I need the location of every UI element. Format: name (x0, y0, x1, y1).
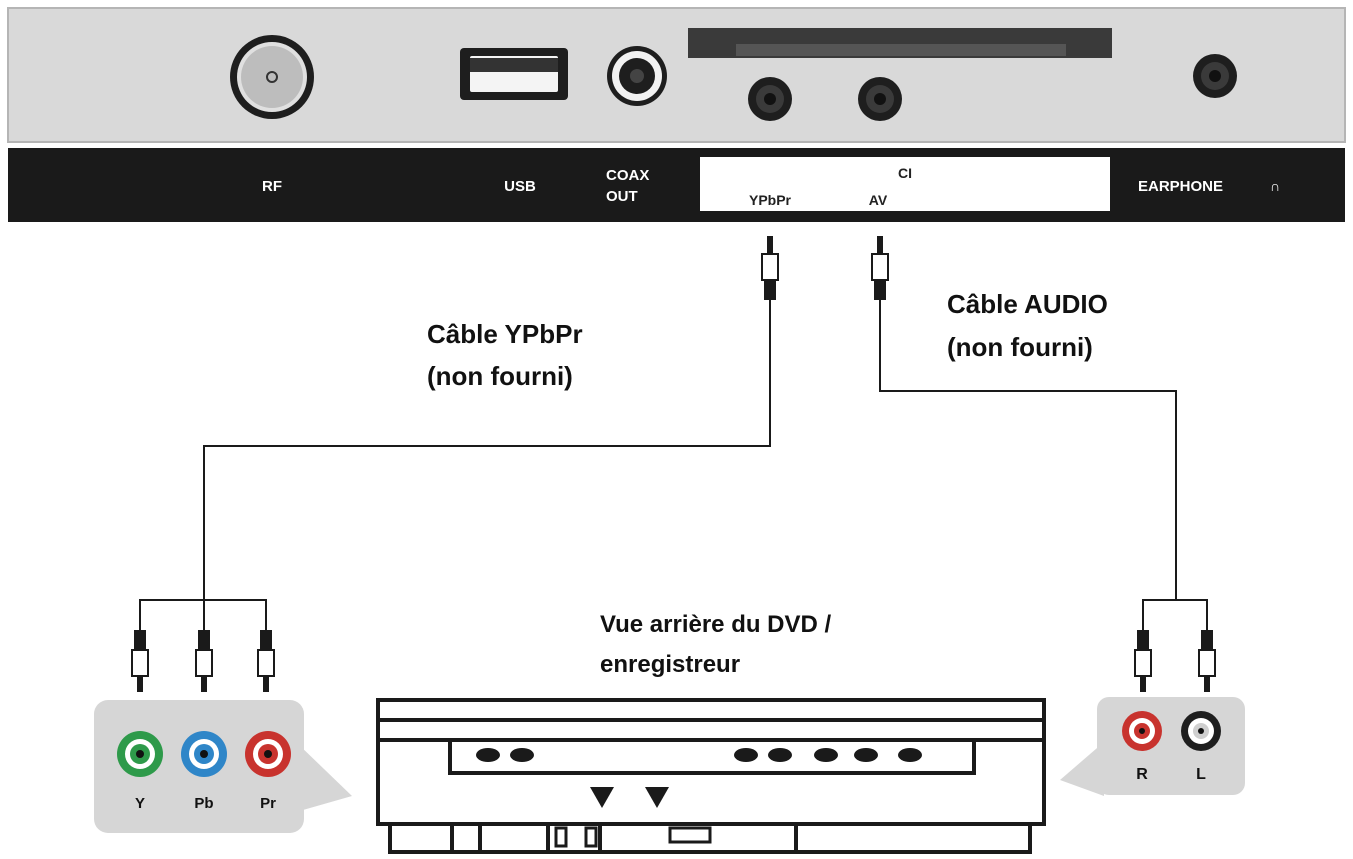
audio-jack-callout: R L (1060, 697, 1245, 796)
ypbpr-label: YPbPr (749, 192, 792, 208)
l-jack-label: L (1196, 766, 1206, 783)
ypbpr-cable (139, 300, 771, 632)
av-plug-icon (871, 236, 889, 300)
usb-label: USB (504, 178, 536, 195)
earphone-label: EARPHONE (1138, 178, 1223, 195)
rf-label: RF (262, 178, 282, 195)
tv-panel (7, 7, 1346, 143)
av-jack-icon (858, 77, 902, 121)
pb-plug-icon (195, 630, 213, 692)
component-jack-callout: Y Pb Pr (94, 700, 352, 833)
dvd-jack-row (476, 748, 922, 762)
r-jack-icon (1122, 711, 1162, 751)
ypbpr-jack-icon (748, 77, 792, 121)
coax-label-line1: COAX (606, 167, 649, 184)
y-jack-icon (117, 731, 163, 777)
dvd-title-line1: Vue arrière du DVD / (600, 611, 832, 638)
y-plug-icon (131, 630, 149, 692)
earphone-jack-icon (1193, 54, 1237, 98)
label-bar (8, 148, 1345, 222)
ci-label: CI (898, 165, 912, 181)
pr-jack-label: Pr (260, 795, 276, 812)
av-label: AV (869, 192, 888, 208)
r-jack-label: R (1136, 766, 1148, 783)
dvd-recorder (376, 698, 1046, 854)
pb-jack-label: Pb (194, 795, 213, 812)
usb-port-icon (460, 48, 568, 100)
y-jack-label: Y (135, 795, 145, 812)
audio-cable (879, 300, 1208, 632)
ypbpr-plug-icon (761, 236, 779, 300)
audio-cable-label-line1: Câble AUDIO (947, 289, 1108, 319)
rf-connector-icon (230, 35, 314, 119)
r-plug-icon (1134, 630, 1152, 692)
pr-jack-icon (245, 731, 291, 777)
ypbpr-cable-label-line2: (non fourni) (427, 361, 573, 391)
ypbpr-cable-label-line1: Câble YPbPr (427, 319, 583, 349)
coax-label-line2: OUT (606, 188, 638, 205)
audio-cable-label-line2: (non fourni) (947, 332, 1093, 362)
earphone-symbol: ∩ (1270, 178, 1280, 194)
l-jack-icon (1181, 711, 1221, 751)
dvd-arrow-icons (590, 787, 669, 808)
pr-plug-icon (257, 630, 275, 692)
l-plug-icon (1198, 630, 1216, 692)
pb-jack-icon (181, 731, 227, 777)
dvd-title-line2: enregistreur (600, 651, 740, 678)
coax-jack-icon (607, 46, 667, 106)
ci-label-box (700, 157, 1110, 211)
